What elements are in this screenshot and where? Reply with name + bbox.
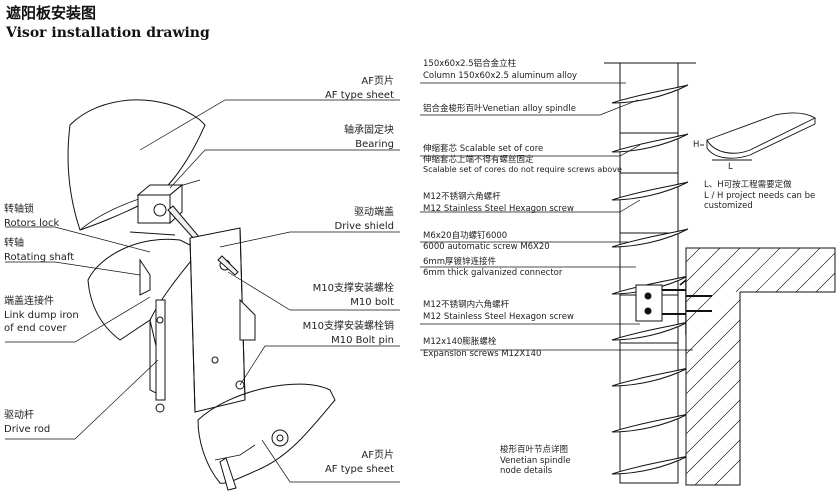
label-af-sheet-top-cn: AF页片 — [361, 76, 394, 87]
inset-h-label: H — [693, 140, 700, 150]
lower-af-blade-left — [87, 238, 201, 341]
title-chinese: 遮阳板安装图 — [6, 4, 97, 22]
label-spindle: 铝合金梭形百叶Venetian alloy spindle — [423, 104, 576, 114]
detail-caption-en: Venetian spindle — [500, 455, 571, 466]
label-expansion-screw-en: Expansion screws M12X140 — [423, 348, 542, 359]
label-end-cover-link-cn: 端盖连接件 — [4, 296, 54, 307]
label-rotors-lock-en: Rotors lock — [4, 218, 60, 229]
lower-af-blade — [197, 383, 336, 484]
label-end-cover-link-en: Link dump iron — [4, 310, 79, 321]
label-drive-shield-cn: 驱动端盖 — [354, 207, 394, 218]
label-rotors-lock-cn: 转轴锁 — [4, 204, 34, 215]
label-m10-bolt-pin-en: M10 Bolt pin — [331, 335, 394, 346]
label-column-en: Column 150x60x2.5 aluminum alloy — [423, 70, 578, 81]
detail-caption-en2: node details — [500, 466, 553, 476]
label-expansion-screw-cn: M12x140膨胀螺栓 — [423, 337, 497, 347]
label-drive-shield-en: Drive shield — [334, 221, 394, 232]
wall-hatch — [685, 247, 836, 486]
title-english: Visor installation drawing — [6, 25, 210, 41]
label-af-sheet-bottom-cn: AF页片 — [361, 450, 394, 461]
label-m12-hex-en: M12 Stainless Steel Hexagon screw — [423, 203, 574, 214]
inset-note-en2: customized — [704, 201, 753, 211]
inset-note-cn: L、H可按工程需要定做 — [704, 180, 792, 190]
drive-rod — [155, 299, 166, 401]
label-scalable-core-en: Scalable set of cores do not require scr… — [423, 165, 622, 174]
label-drive-rod-cn: 驱动杆 — [4, 410, 34, 421]
label-column-cn: 150x60x2.5铝合金立柱 — [423, 59, 517, 69]
detail-caption-cn: 梭形百叶节点详图 — [500, 445, 569, 455]
label-drive-rod-en: Drive rod — [4, 424, 51, 435]
label-m12-hex-cn: M12不锈钢六角螺杆 — [423, 192, 501, 202]
label-scalable-core: 伸缩套芯 Scalable set of core — [423, 144, 544, 154]
label-bearing-cn: 轴承固定块 — [344, 125, 394, 136]
upper-af-blade — [67, 99, 206, 231]
label-af-sheet-bottom-en: AF type sheet — [324, 464, 394, 475]
drive-rod-end — [219, 457, 237, 491]
label-m6-screw-en: 6000 automatic screw M6X20 — [423, 241, 550, 252]
label-m10-bolt-cn: M10支撑安装螺栓 — [312, 283, 394, 294]
galvanized-connector — [635, 284, 663, 322]
end-cover-link — [139, 258, 151, 296]
label-connector-cn: 6mm厚镀锌连接件 — [423, 257, 496, 267]
label-m6-screw-cn: M6x20自功螺钉6000 — [423, 231, 508, 241]
blade-inset — [700, 112, 816, 161]
spindle-blades — [611, 84, 689, 475]
label-scalable-core-cn2: 伸缩套芯上端不得有螺丝固定 — [423, 154, 534, 165]
inset-l-label: L — [728, 162, 733, 172]
label-rotating-shaft-en: Rotating shaft — [4, 252, 75, 263]
label-rotating-shaft-cn: 转轴 — [4, 238, 24, 249]
label-bearing-en: Bearing — [355, 139, 394, 150]
concrete-wall — [685, 247, 836, 486]
label-m12-inner-hex-cn: M12不锈钢内六角螺杆 — [423, 300, 510, 310]
label-end-cover-link-en2: of end cover — [4, 323, 67, 334]
label-m12-inner-hex-en: M12 Stainless Steel Hexagon screw — [423, 311, 574, 322]
label-af-sheet-top-en: AF type sheet — [324, 90, 394, 101]
label-connector-en: 6mm thick galvanized connector — [423, 267, 563, 278]
inset-note-en: L / H project needs can be — [704, 190, 816, 201]
label-m10-bolt-en: M10 bolt — [350, 297, 394, 308]
label-m10-bolt-pin-cn: M10支撑安装螺栓销 — [302, 321, 394, 332]
